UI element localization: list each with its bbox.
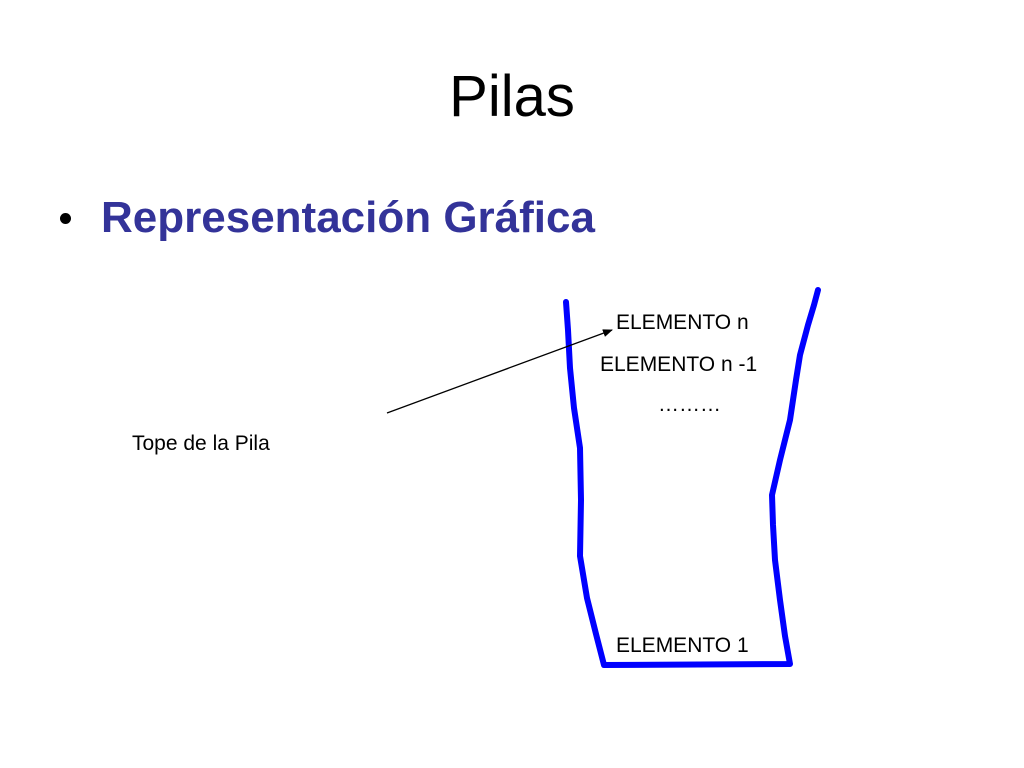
stack-item-bottom: ELEMENTO 1 xyxy=(616,634,749,657)
top-pointer-arrow xyxy=(386,329,613,414)
slide-title: Pilas xyxy=(449,64,575,129)
bullet-item: Representación Gráfica xyxy=(60,190,595,246)
pointer-label: Tope de la Pila xyxy=(132,432,270,455)
bullet-dot xyxy=(60,212,71,224)
stack-item-second: ELEMENTO n -1 xyxy=(600,353,758,376)
bullet-text: Representación Gráfica xyxy=(101,193,595,242)
stack-item-ellipsis: ……… xyxy=(658,393,721,416)
stack-outline xyxy=(563,287,821,668)
stack-item-top: ELEMENTO n xyxy=(616,311,749,334)
